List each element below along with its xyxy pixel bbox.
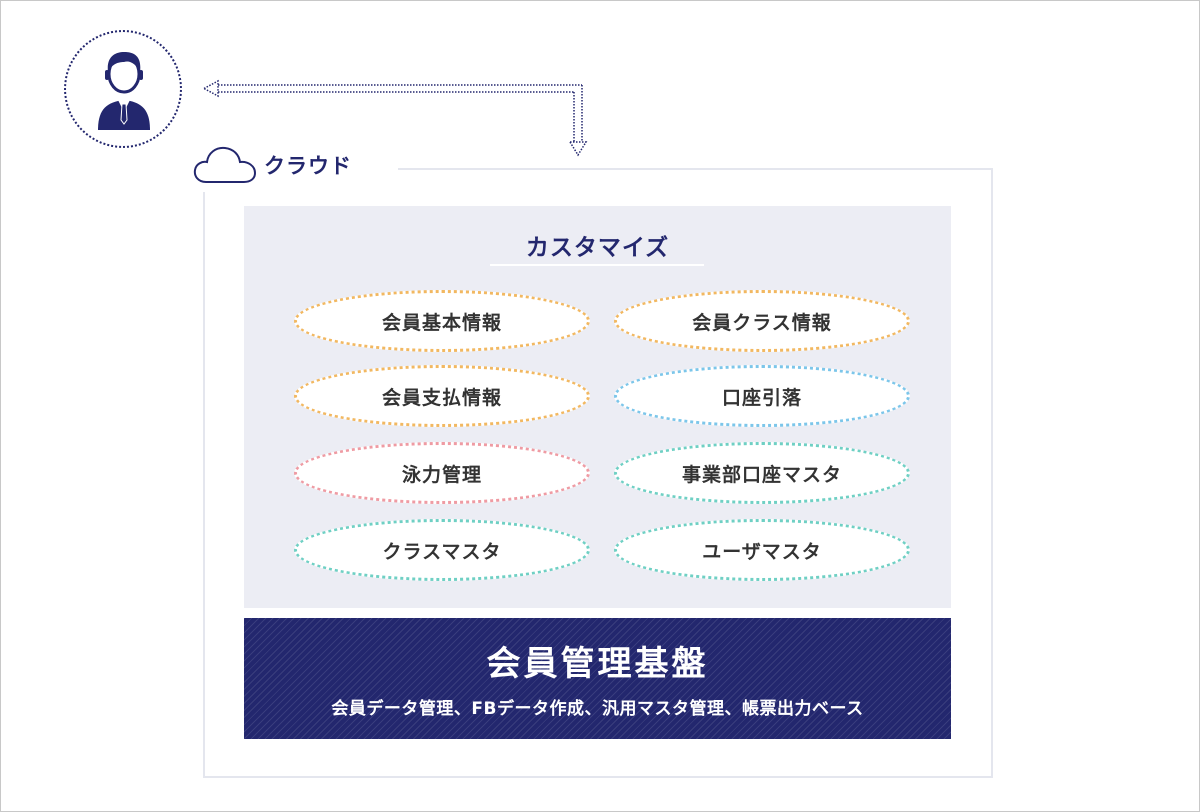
cloud-header: クラウド [188,138,398,192]
module-pill: 口座引落 [614,365,910,427]
module-pill: 泳力管理 [294,442,590,504]
module-label: 事業部口座マスタ [681,463,842,486]
cloud-label: クラウド [264,154,352,178]
customize-panel: カスタマイズ 会員基本情報 会員クラス情報 会員支払情報 口座引落 泳力管理 事… [244,206,951,608]
customize-title: カスタマイズ [525,235,670,261]
customize-underline [490,264,704,266]
module-label: 会員クラス情報 [692,311,832,334]
base-platform-panel: 会員管理基盤 会員データ管理、FBデータ作成、汎用マスタ管理、帳票出力ベース [244,618,951,739]
cloud-icon [193,146,257,183]
module-pill: 会員支払情報 [294,365,590,427]
module-pill: クラスマスタ [294,519,590,581]
module-label: 会員支払情報 [381,386,502,409]
cloud-container [203,168,993,778]
module-label: クラスマスタ [382,540,502,563]
businessman-icon [98,52,150,130]
module-pill: 会員クラス情報 [614,290,910,352]
module-label: 会員基本情報 [381,311,502,334]
module-pill: ユーザマスタ [614,519,910,581]
base-subtitle: 会員データ管理、FBデータ作成、汎用マスタ管理、帳票出力ベース [331,699,864,719]
user-circle [64,30,182,148]
module-pill: 事業部口座マスタ [614,442,910,504]
module-pill: 会員基本情報 [294,290,590,352]
module-label: ユーザマスタ [702,540,822,563]
module-label: 泳力管理 [401,463,482,486]
base-title: 会員管理基盤 [486,644,709,684]
module-label: 口座引落 [721,386,802,409]
